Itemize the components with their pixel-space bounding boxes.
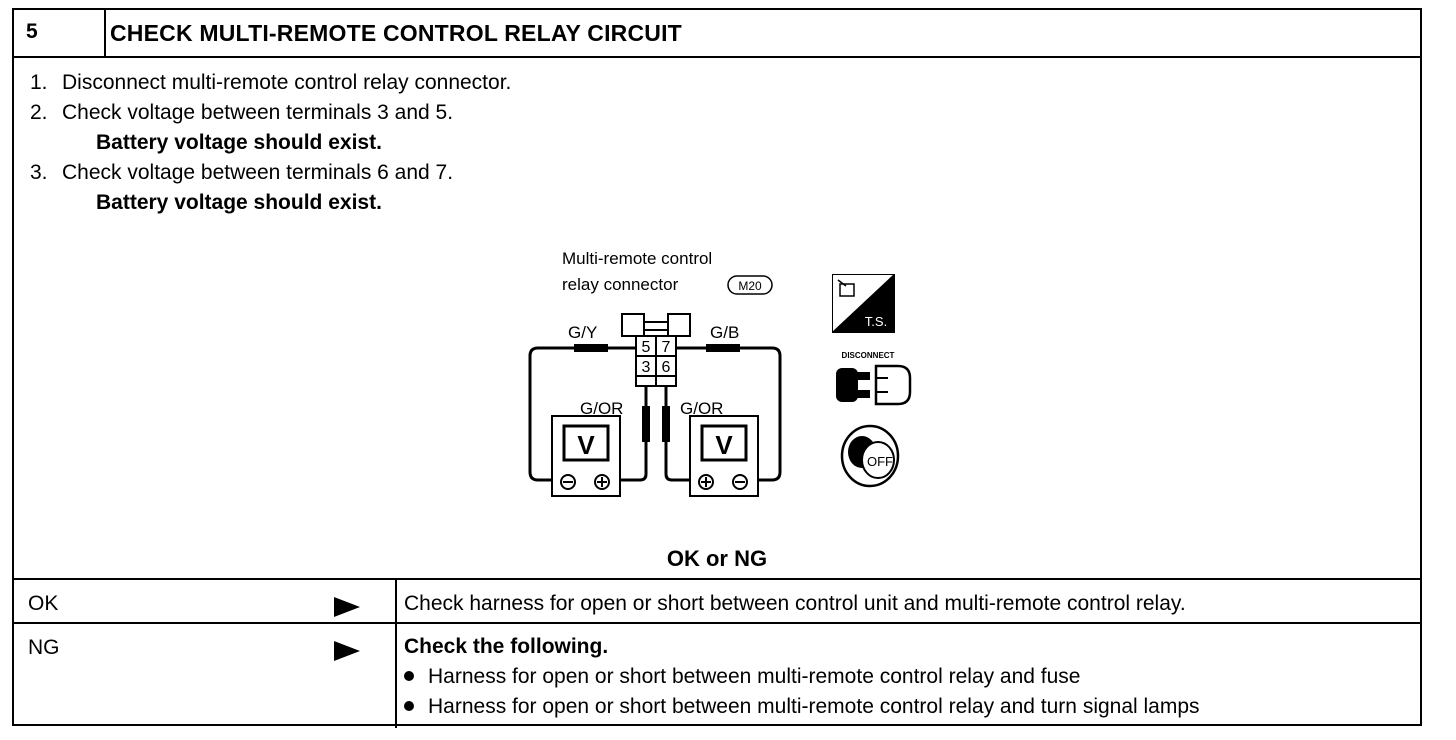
- step-index: 1.: [30, 71, 48, 94]
- list-item-text: Harness for open or short between multi-…: [428, 665, 1081, 688]
- voltmeter-left: V: [551, 415, 621, 497]
- probe-tip-left-ground: [642, 406, 650, 442]
- bullet-icon: [404, 701, 414, 712]
- step-3-expected: Battery voltage should exist.: [96, 191, 382, 214]
- right-probe-circuit: [664, 346, 782, 482]
- condition-icons: T.S. DISCONNECT OFF: [832, 274, 912, 488]
- wire-label-ground-left: G/OR: [580, 399, 623, 418]
- instruction-step-3: 3. Check voltage between terminals 6 and …: [30, 158, 511, 188]
- terminal-7: 7: [662, 339, 671, 356]
- connector-label-line1: Multi-remote control: [562, 249, 712, 268]
- header-divider: [104, 10, 106, 56]
- step-text: Check voltage between terminals 6 and 7.: [62, 161, 454, 184]
- result-label: NG: [28, 636, 60, 659]
- instruction-list: 1. Disconnect multi-remote control relay …: [30, 68, 511, 218]
- column-divider: [395, 624, 397, 728]
- wire-label-left: G/Y: [568, 323, 597, 342]
- wire-label-ground-right: G/OR: [680, 399, 723, 418]
- icon-key-label: OFF: [867, 454, 893, 469]
- column-divider: [395, 580, 397, 624]
- instruction-step-2: 2. Check voltage between terminals 3 and …: [30, 98, 511, 128]
- icon-ts-label: T.S.: [865, 314, 887, 329]
- step-number: 5: [26, 20, 38, 43]
- ignition-key-off-icon: OFF: [840, 424, 900, 488]
- arrow-right-icon: [334, 641, 360, 661]
- result-row-ng: NG Check the following. Harness for open…: [14, 622, 1420, 728]
- terminal-5: 5: [642, 339, 651, 356]
- disconnect-icon: [836, 364, 912, 406]
- step-index: 3.: [30, 161, 48, 184]
- terminal-6: 6: [662, 359, 671, 376]
- meter-symbol: V: [577, 430, 595, 460]
- left-probe-circuit: [528, 346, 648, 482]
- probe-tip-right-ground: [662, 406, 670, 442]
- step-text: Check voltage between terminals 3 and 5.: [62, 101, 454, 124]
- list-item: Harness for open or short between multi-…: [404, 692, 1200, 722]
- procedure-frame: 5 CHECK MULTI-REMOTE CONTROL RELAY CIRCU…: [12, 8, 1422, 728]
- result-action: Check harness for open or short between …: [404, 592, 1186, 615]
- meter-symbol: V: [715, 430, 733, 460]
- step-2-expected: Battery voltage should exist.: [96, 131, 382, 154]
- step-title: CHECK MULTI-REMOTE CONTROL RELAY CIRCUIT: [110, 20, 682, 46]
- arrow-right-icon: [334, 597, 360, 617]
- step-text: Disconnect multi-remote control relay co…: [62, 71, 512, 94]
- wire-label-right: G/B: [710, 323, 739, 342]
- result-label: OK: [28, 592, 59, 615]
- bullet-icon: [404, 671, 414, 682]
- connector-code-badge: M20: [727, 275, 773, 295]
- tester-icon: T.S.: [832, 274, 895, 333]
- voltmeter-right: V: [689, 415, 759, 497]
- list-item-text: Harness for open or short between multi-…: [428, 695, 1200, 718]
- step-header: 5 CHECK MULTI-REMOTE CONTROL RELAY CIRCU…: [14, 10, 1420, 58]
- result-prompt: OK or NG: [666, 546, 768, 571]
- result-action-block: Check the following. Harness for open or…: [404, 632, 1200, 722]
- result-row-ok: OK Check harness for open or short betwe…: [14, 578, 1420, 624]
- instruction-step-1: 1. Disconnect multi-remote control relay …: [30, 68, 511, 98]
- connector-code: M20: [738, 279, 762, 293]
- result-action: Check the following.: [404, 635, 609, 658]
- probe-tip-right: [706, 344, 740, 352]
- relay-connector: 5 7 3 6: [621, 313, 691, 387]
- icon-disconnect-label: DISCONNECT: [842, 351, 895, 360]
- circuit-diagram: Multi-remote control relay connector M20…: [528, 249, 782, 497]
- step-index: 2.: [30, 101, 48, 124]
- list-item: Harness for open or short between multi-…: [404, 662, 1200, 692]
- connector-label-line2: relay connector: [562, 275, 679, 294]
- probe-tip-left: [574, 344, 608, 352]
- terminal-3: 3: [642, 359, 651, 376]
